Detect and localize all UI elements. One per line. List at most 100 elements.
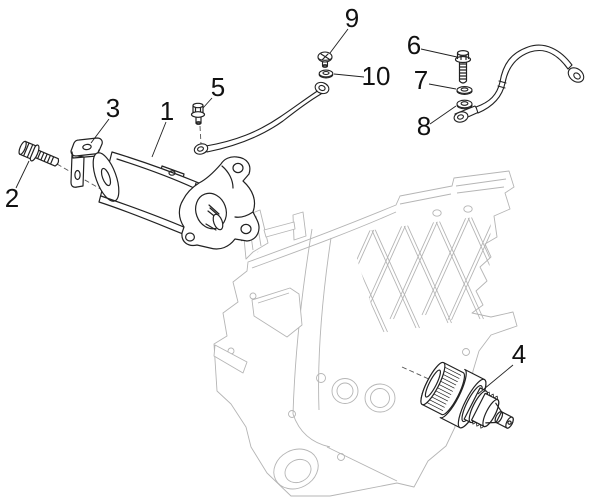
washer10-body [318,69,334,78]
motor-ear-hole-left [185,232,196,242]
bolt5-tip [195,121,202,125]
bracket-plate [70,137,103,157]
case-hole [288,410,296,418]
callout-numbers: 1 2 3 4 5 6 7 8 9 10 [5,3,526,369]
bolt2-threads [37,151,55,165]
bolt2-head-cap [18,140,27,155]
case-mid-arm-line [257,292,290,304]
bolt6-flange [454,55,472,64]
starter-cable-lug-hole [457,114,464,120]
leader-1 [151,121,167,158]
callout-5: 5 [211,72,225,102]
case-mid-arm [251,287,303,338]
ground-cable-ring-left-hole [197,146,204,152]
bearing-boss-inner [336,382,354,400]
case-hole [462,348,470,356]
flange-bolt-part2 [18,140,60,167]
callout-leaders [15,28,514,395]
foot-boss-inner [284,458,312,484]
motor-back-boss [100,167,112,187]
bolt2-shank [34,149,60,167]
washer8-rim [456,104,473,110]
callout-2: 2 [5,183,19,213]
bearing-boss [364,383,396,413]
starter-motor-part1 [92,151,260,250]
crankcase-flange-bar-lines [399,178,507,205]
leader-2 [15,160,30,189]
leader-3 [90,118,110,144]
starter-cable-lug-disc [453,111,469,123]
gear-left-face-inner [424,369,441,398]
screw9-tip [321,64,329,68]
housing-ribs [221,165,254,218]
washer10-hole [322,70,330,76]
callout-4: 4 [512,339,526,369]
callout-6: 6 [407,30,421,60]
callout-9: 9 [345,3,359,33]
washer7-rim [456,90,473,95]
leader-8 [429,105,457,125]
leader-7 [428,83,457,90]
ground-cable-ring-right-hole [318,84,326,92]
ground-cable-ring-right [314,81,330,95]
case-hole [337,453,345,461]
leader-5 [202,97,213,109]
gear-knurl-teeth [422,364,462,411]
axis-bolt5-to-terminal [199,125,202,145]
flange-hole [463,205,473,213]
callout-10: 10 [362,61,391,91]
starter-drive-gear-part4 [420,361,514,429]
washer7-hole [460,87,469,92]
washer8-body [456,99,473,109]
foot-boss [273,448,319,490]
crankcase-top-flange-line [251,211,397,269]
foot-edge [326,446,398,482]
washer7-body [456,86,473,94]
mounting-bracket-part3 [70,137,103,188]
leader-9 [329,28,349,54]
terminal-bolt-part5 [190,102,206,125]
flange-hole [432,209,442,217]
ground-cable [193,81,330,155]
assembly-axis-dashes-over [401,366,432,381]
motor-gear-housing [178,156,260,250]
starter-cable-ring-hole [573,72,581,80]
case-hole [249,292,257,300]
case-lower-strip [213,344,248,374]
bracket-leg [70,154,85,188]
callout-1: 1 [160,96,174,126]
gear-sprocket-face [482,398,500,428]
motor-ear-hole-bottom [240,223,252,235]
axis-case-to-gear [401,366,432,381]
bolt6-head-facets [456,52,470,61]
motor-shaft-tip [212,213,224,231]
gear-tip-base [494,411,504,424]
screw9-cross-recess [320,53,330,61]
parts-layer [18,44,585,429]
bolt6-head-top [456,49,470,56]
washer10-rim [318,73,334,79]
bolt5-head-top [192,102,204,109]
leader-10 [333,73,365,78]
motor-terminal-stud [168,170,176,176]
washer-part8 [456,99,473,110]
motor-shaft-splines [205,204,220,231]
bolt6-threads [458,63,468,80]
leader-4 [477,364,514,395]
gear-tip-face [505,416,514,429]
bracket-hole [82,143,92,151]
bearing-boss [331,378,359,404]
gear-sprocket-teeth [472,391,499,429]
crankcase-strut [263,221,296,238]
callout-3: 3 [106,93,120,123]
callout-8: 8 [417,111,431,141]
ground-cable-tube [205,89,322,153]
starter-cable-crimp [497,80,507,89]
bearing-boss-inner [370,388,390,408]
starter-cable [453,44,585,123]
leader-6 [420,48,458,58]
bracket-slot-hole [74,169,81,181]
gear-tip-center [507,420,512,425]
